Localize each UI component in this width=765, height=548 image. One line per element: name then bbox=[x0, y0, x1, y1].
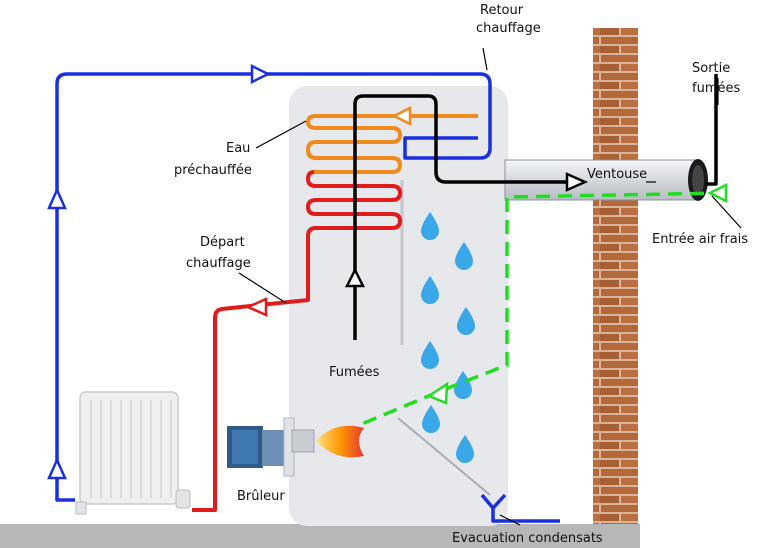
label-sortie-2: fumées bbox=[692, 81, 740, 96]
smoke-arrows bbox=[344, 172, 589, 288]
flame-icon bbox=[316, 425, 364, 458]
label-evacuation: Evacuation condensats bbox=[452, 531, 603, 546]
depart-circuit bbox=[192, 170, 402, 512]
label-ventouse: Ventouse bbox=[587, 167, 647, 182]
retour-arrows bbox=[47, 63, 271, 480]
label-depart-1: Départ bbox=[200, 235, 245, 250]
pipe-icon bbox=[504, 159, 708, 201]
label-fumees: Fumées bbox=[329, 365, 380, 380]
label-sortie-1: Sortie bbox=[692, 61, 730, 76]
burner-icon bbox=[227, 417, 315, 477]
brick-wall-icon bbox=[593, 28, 638, 524]
water-drop-icon bbox=[455, 242, 473, 270]
condensate-drain bbox=[480, 493, 560, 523]
fresh-air-path bbox=[356, 191, 727, 428]
retour-circuit bbox=[55, 72, 492, 502]
depart-arrow bbox=[244, 297, 268, 317]
water-drop-icon bbox=[454, 371, 472, 399]
water-drop-icon bbox=[421, 341, 439, 369]
label-bruleur: Brûleur bbox=[237, 489, 285, 504]
condensate-tray bbox=[397, 417, 491, 496]
boiler-body bbox=[289, 86, 508, 526]
smoke-path bbox=[353, 74, 718, 340]
radiator-icon bbox=[75, 391, 191, 515]
label-entree: Entrée air frais bbox=[652, 232, 748, 247]
water-drop-icon bbox=[421, 276, 439, 304]
label-depart-2: chauffage bbox=[186, 256, 251, 271]
water-drop-icon bbox=[422, 405, 440, 433]
water-drop-icon bbox=[457, 307, 475, 335]
water-drop-icon bbox=[456, 435, 474, 463]
label-eau-2: préchauffée bbox=[174, 163, 252, 178]
label-retour-1: Retour bbox=[480, 3, 524, 18]
water-drops bbox=[421, 212, 475, 463]
fresh-air-arrows bbox=[426, 182, 728, 405]
label-eau-1: Eau bbox=[226, 141, 250, 156]
leader-lines bbox=[238, 47, 742, 526]
floor bbox=[0, 524, 640, 548]
preheat-arrow bbox=[391, 105, 412, 127]
water-drop-icon bbox=[421, 212, 439, 240]
label-retour-2: chauffage bbox=[476, 21, 541, 36]
